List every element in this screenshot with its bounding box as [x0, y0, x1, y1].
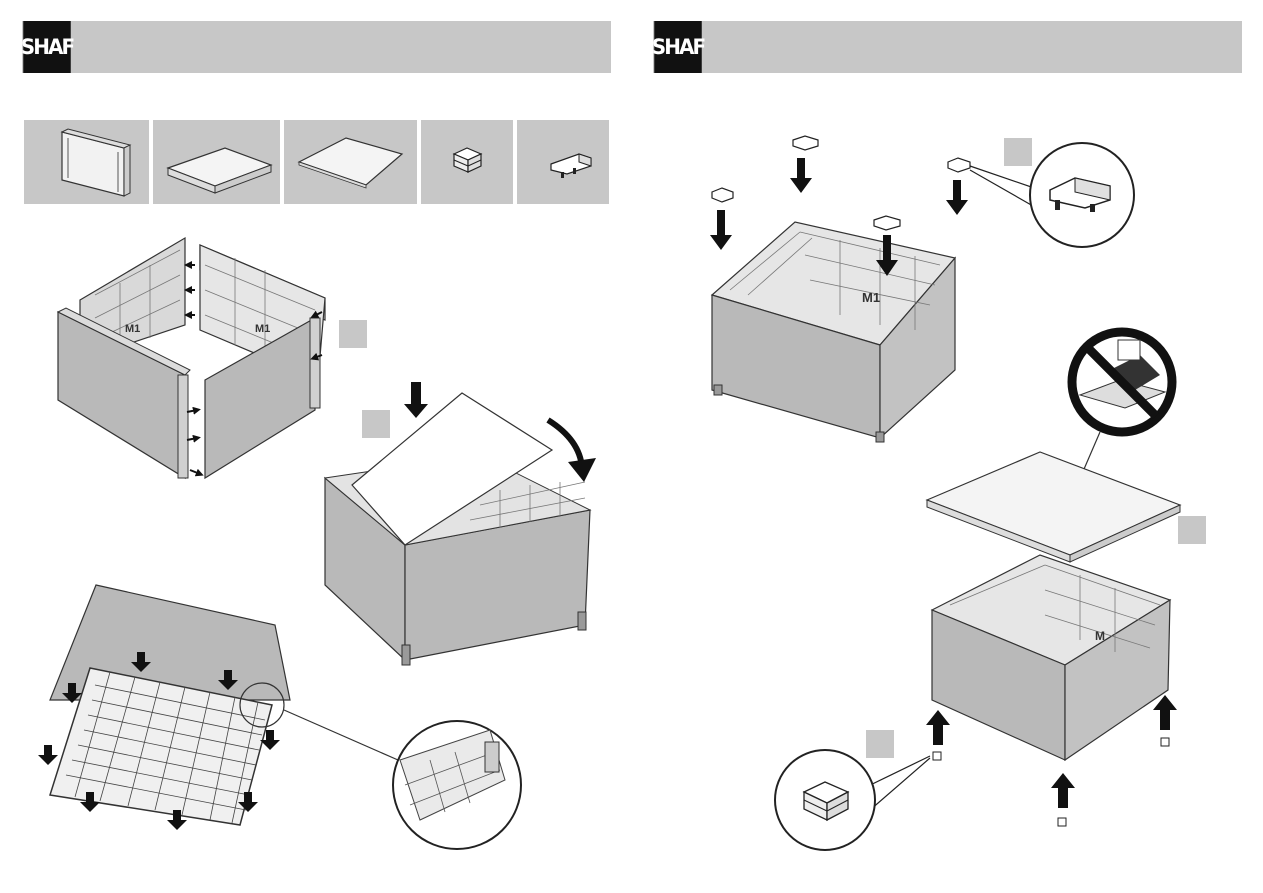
feet-install-illustration: M: [860, 555, 1177, 826]
step1-panels-illustration: M1 M1: [58, 238, 325, 478]
grid-tray-snap-illustration: [38, 585, 398, 830]
corner-clip-install-illustration: M1: [710, 136, 1040, 442]
grid-clip-detail-circle: [393, 721, 521, 849]
do-not-step-icon: [1072, 332, 1172, 490]
corner-clip-detail-circle: [1030, 143, 1134, 247]
panel-mark-right-page: M1: [862, 290, 880, 305]
panel-mark-final: M: [1095, 629, 1105, 643]
foot-cap-detail-circle: [775, 750, 875, 850]
step2-board-insert-illustration: [325, 382, 596, 665]
panel-mark-back: M1: [125, 323, 140, 335]
panel-mark-right: M1: [255, 323, 270, 335]
